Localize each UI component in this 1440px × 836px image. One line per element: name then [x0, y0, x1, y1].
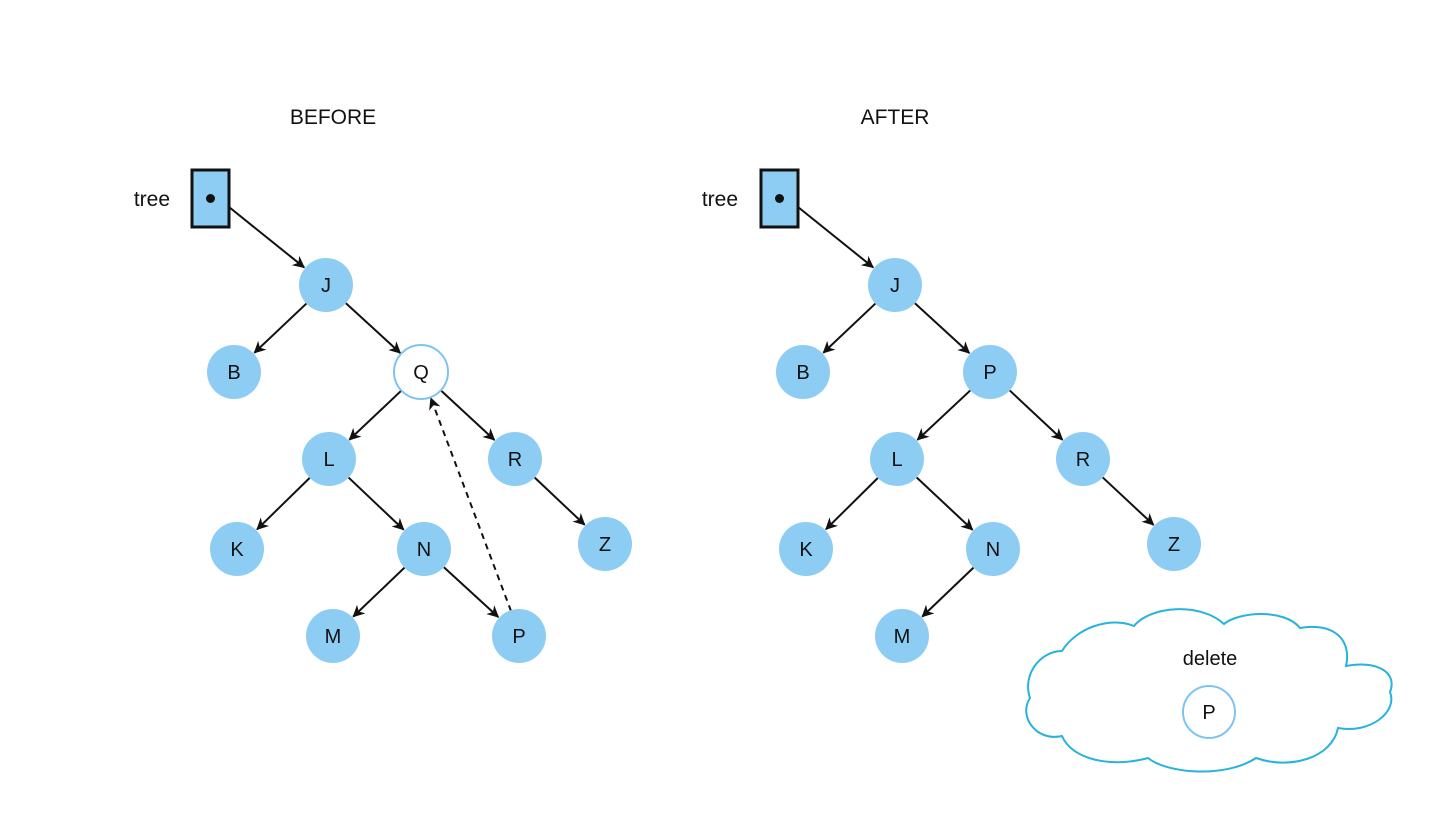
before-node-m [306, 609, 360, 663]
after-tree-pointer [759, 168, 800, 229]
after-tree-label: tree [702, 188, 738, 211]
after-node-label-m: M [894, 626, 911, 648]
before-nodes: J B Q L R K N Z M P [207, 258, 632, 663]
deleted-node [1182, 685, 1236, 739]
after-node-k [779, 522, 833, 576]
after-node-label-l: L [891, 449, 902, 471]
after-node-r [1056, 432, 1110, 486]
after-node-label-z: Z [1168, 534, 1180, 556]
deleted-node-label: P [1202, 702, 1215, 724]
before-node-label-m: M [325, 626, 342, 648]
before-edge-R-Z [533, 476, 586, 526]
before-dashed-edge-P-Q [429, 397, 512, 612]
after-edge-L-N [916, 476, 974, 531]
after-edge-J-B [822, 302, 877, 354]
before-edge-Q-R [440, 389, 496, 441]
after-node-n [966, 522, 1020, 576]
before-edge-L-N [347, 476, 405, 531]
before-node-label-q: Q [413, 362, 429, 384]
before-node-l [302, 432, 356, 486]
before-node-p [492, 609, 546, 663]
before-node-q [393, 344, 449, 400]
delete-cloud: delete P [1025, 608, 1393, 773]
before-edge-N-M [352, 566, 406, 618]
before-edge-J-Q [345, 302, 402, 354]
after-node-j [868, 258, 922, 312]
after-edge-P-R [1009, 389, 1064, 441]
after-node-label-n: N [986, 539, 1000, 561]
after-edge-tree-J [797, 206, 874, 269]
after-node-m [875, 609, 929, 663]
before-node-label-p: P [512, 626, 525, 648]
before-node-label-j: J [321, 275, 331, 297]
before-edge-tree-J [228, 206, 305, 269]
delete-label: delete [1183, 648, 1238, 670]
after-node-label-j: J [890, 275, 900, 297]
after-node-p [963, 345, 1017, 399]
before-node-label-k: K [230, 539, 244, 561]
before-node-label-l: L [323, 449, 334, 471]
after-nodes: J B P L R K N Z M [776, 258, 1201, 663]
before-node-r [488, 432, 542, 486]
before-node-label-b: B [227, 362, 240, 384]
after-node-l [870, 432, 924, 486]
before-edge-N-P [443, 566, 500, 618]
after-node-label-p: P [983, 362, 996, 384]
before-node-z [578, 517, 632, 571]
before-edge-Q-L [348, 389, 403, 441]
after-edge-L-K [825, 477, 879, 531]
after-node-label-b: B [796, 362, 809, 384]
after-node-z [1147, 517, 1201, 571]
before-node-label-z: Z [599, 534, 611, 556]
before-node-label-n: N [417, 539, 431, 561]
before-node-b [207, 345, 261, 399]
before-edge-J-B [253, 302, 308, 354]
before-tree-pointer [190, 168, 231, 229]
before-node-j [299, 258, 353, 312]
after-edge-R-Z [1102, 476, 1155, 526]
after-edge-P-L [916, 389, 971, 441]
before-edge-L-K [256, 477, 311, 531]
before-node-k [210, 522, 264, 576]
before-title: BEFORE [290, 106, 376, 129]
before-node-n [397, 522, 451, 576]
after-edge-J-P [914, 302, 971, 354]
after-edge-N-M [921, 566, 975, 618]
after-title: AFTER [861, 106, 930, 129]
after-node-b [776, 345, 830, 399]
after-node-label-r: R [1076, 449, 1090, 471]
after-node-label-k: K [799, 539, 813, 561]
before-tree-label: tree [134, 188, 170, 211]
before-edges [228, 206, 586, 618]
after-edges [797, 206, 1155, 618]
before-node-label-r: R [508, 449, 522, 471]
